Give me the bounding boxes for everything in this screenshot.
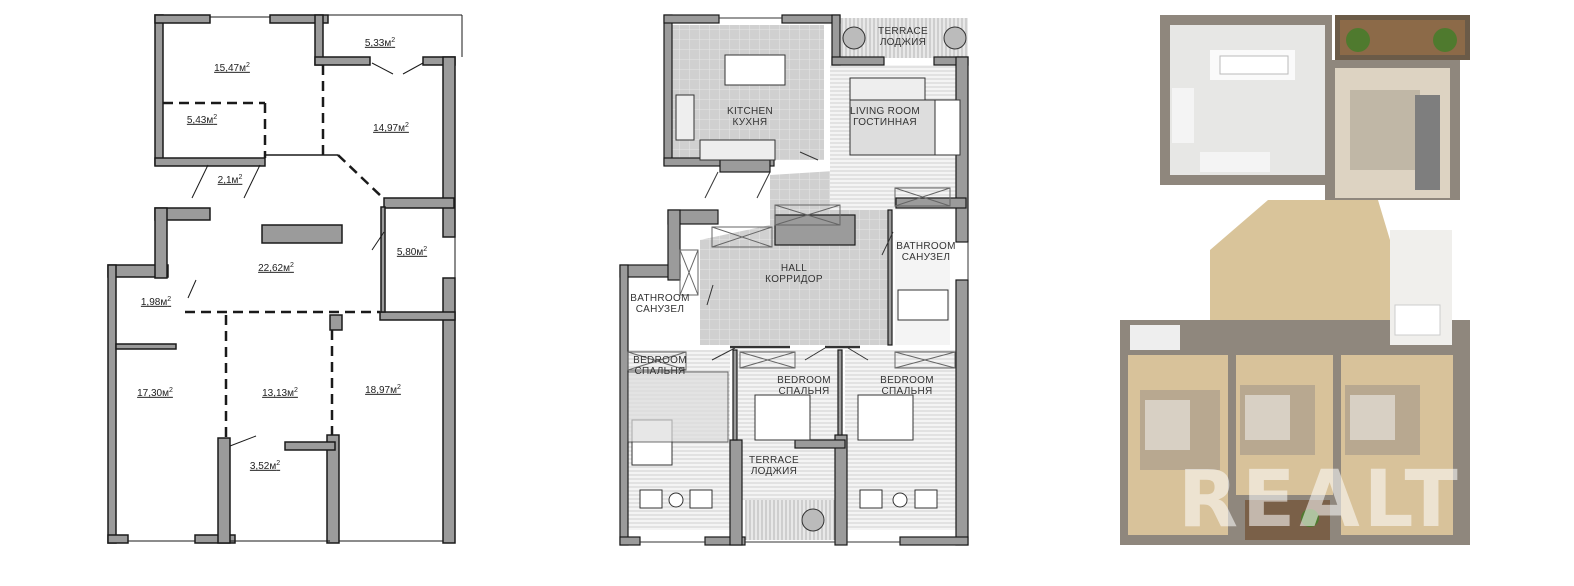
area-unit-exponent: 2: [246, 61, 250, 69]
area-label-room-bottom-mid: 13,13м2: [262, 387, 298, 399]
label-en: BATHROOM: [630, 293, 690, 304]
label-en: BEDROOM: [777, 375, 831, 386]
area-label-room-top-left: 15,47м2: [214, 62, 250, 74]
area-value: 22,62м: [258, 263, 290, 275]
label-ru: САНУЗЕЛ: [635, 304, 685, 315]
area-unit-exponent: 2: [167, 295, 172, 303]
watermark-logo: REALT: [1178, 455, 1462, 545]
area-label-zone-inner: 5,43м2: [187, 114, 217, 126]
area-value: 5,33м: [364, 38, 392, 50]
label-ru: СПАЛЬНЯ: [778, 386, 830, 397]
area-unit-exponent: 2: [238, 173, 243, 181]
label-ru: СПАЛЬНЯ: [881, 386, 933, 397]
area-unit-exponent: 2: [405, 121, 409, 129]
area-label-terrace-top: 5,33м2: [365, 37, 395, 49]
area-unit-exponent: 2: [294, 386, 298, 394]
label-ru: СПАЛЬНЯ: [634, 366, 686, 377]
label-en: TERRACE: [878, 26, 928, 37]
label-ru: САНУЗЕЛ: [901, 252, 951, 263]
area-unit-exponent: 2: [397, 383, 401, 391]
area-unit-exponent: 2: [391, 36, 396, 44]
label-en: LIVING ROOM: [850, 106, 920, 117]
area-label-bath-right: 5,80м2: [397, 246, 427, 258]
label-en: BEDROOM: [880, 375, 934, 386]
area-value: 2,1м: [217, 175, 239, 187]
label-en: KITCHEN: [727, 106, 773, 117]
area-value: 14,97м: [373, 123, 405, 135]
label-en: BEDROOM: [633, 355, 687, 366]
area-value: 17,30м: [137, 388, 169, 400]
label-ru: КОРРИДОР: [765, 274, 823, 285]
area-value: 1,98м: [140, 297, 168, 309]
area-label-hall: 22,62м2: [258, 262, 294, 274]
area-label-room-bottom-left: 17,30м2: [137, 387, 173, 399]
label-en: TERRACE: [749, 455, 799, 466]
area-unit-exponent: 2: [423, 245, 428, 253]
label-en: HALL: [780, 263, 808, 274]
area-unit-exponent: 2: [213, 113, 218, 121]
area-label-room-bottom-right: 18,97м2: [365, 384, 401, 396]
area-value: 13,13м: [262, 388, 294, 400]
area-value: 5,80м: [396, 247, 424, 259]
area-label-terrace-bottom: 3,52м2: [250, 460, 280, 472]
label-ru: ГОСТИННАЯ: [853, 117, 917, 128]
area-unit-exponent: 2: [169, 386, 173, 394]
area-unit-exponent: 2: [290, 261, 294, 269]
area-value: 18,97м: [365, 385, 397, 397]
area-value: 3,52м: [249, 461, 277, 473]
area-label-bath-left: 1,98м2: [141, 296, 171, 308]
area-label-vestibule: 2,1м2: [218, 174, 243, 186]
label-ru: ЛОДЖИЯ: [879, 37, 927, 48]
area-value: 5,43м: [186, 115, 214, 127]
label-ru: КУХНЯ: [732, 117, 768, 128]
label-ru: ЛОДЖИЯ: [750, 466, 798, 477]
area-unit-exponent: 2: [276, 459, 281, 467]
area-value: 15,47м: [214, 63, 246, 75]
area-label-room-top-right: 14,97м2: [373, 122, 409, 134]
label-en: BATHROOM: [896, 241, 956, 252]
